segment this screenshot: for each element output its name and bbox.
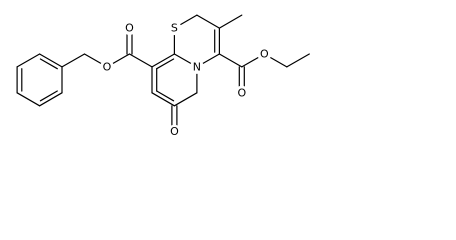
bond — [151, 92, 175, 107]
atom-label-oxo-oxygen: O — [170, 125, 179, 138]
atom-label-ester2-carbonyl-oxygen: O — [237, 86, 246, 99]
bond — [16, 53, 41, 68]
atom-nitrogen: N — [189, 59, 204, 74]
bond-double-inner — [156, 90, 175, 102]
atom-oxo-oxygen: O — [167, 124, 182, 139]
atom-ester1-ether-oxygen: O — [100, 59, 114, 74]
bond — [173, 92, 198, 107]
bond — [218, 53, 243, 68]
bond — [128, 53, 153, 68]
atom-label-ester2-ether-oxygen: O — [260, 48, 269, 61]
atom-ester2-ether-oxygen: O — [257, 47, 272, 61]
atom-label-ester1-carbonyl-oxygen: O — [125, 22, 134, 35]
benzene-ring — [16, 53, 63, 107]
atom-label-sulfur: S — [171, 22, 178, 35]
bond — [16, 92, 41, 107]
bond-double-inner — [39, 90, 58, 102]
bond — [286, 53, 310, 68]
atom-label-ester1-ether-oxygen: O — [103, 60, 112, 73]
atom-sulfur: S — [167, 21, 182, 36]
atom-ester2-carbonyl-oxygen: O — [234, 85, 249, 100]
atom-labels: S N O O O O O — [100, 21, 272, 139]
bond — [61, 53, 86, 68]
bond-double-inner — [156, 58, 175, 70]
molecule-structure-diagram: S N O O O O O — [16, 14, 310, 139]
bond — [38, 53, 63, 68]
bond — [38, 92, 63, 107]
bond-double-inner — [39, 58, 58, 70]
bond — [151, 53, 175, 68]
bond-methyl — [218, 14, 243, 29]
atom-label-nitrogen: N — [193, 60, 201, 73]
atom-ester1-carbonyl-oxygen: O — [122, 21, 137, 36]
bond — [196, 14, 220, 29]
